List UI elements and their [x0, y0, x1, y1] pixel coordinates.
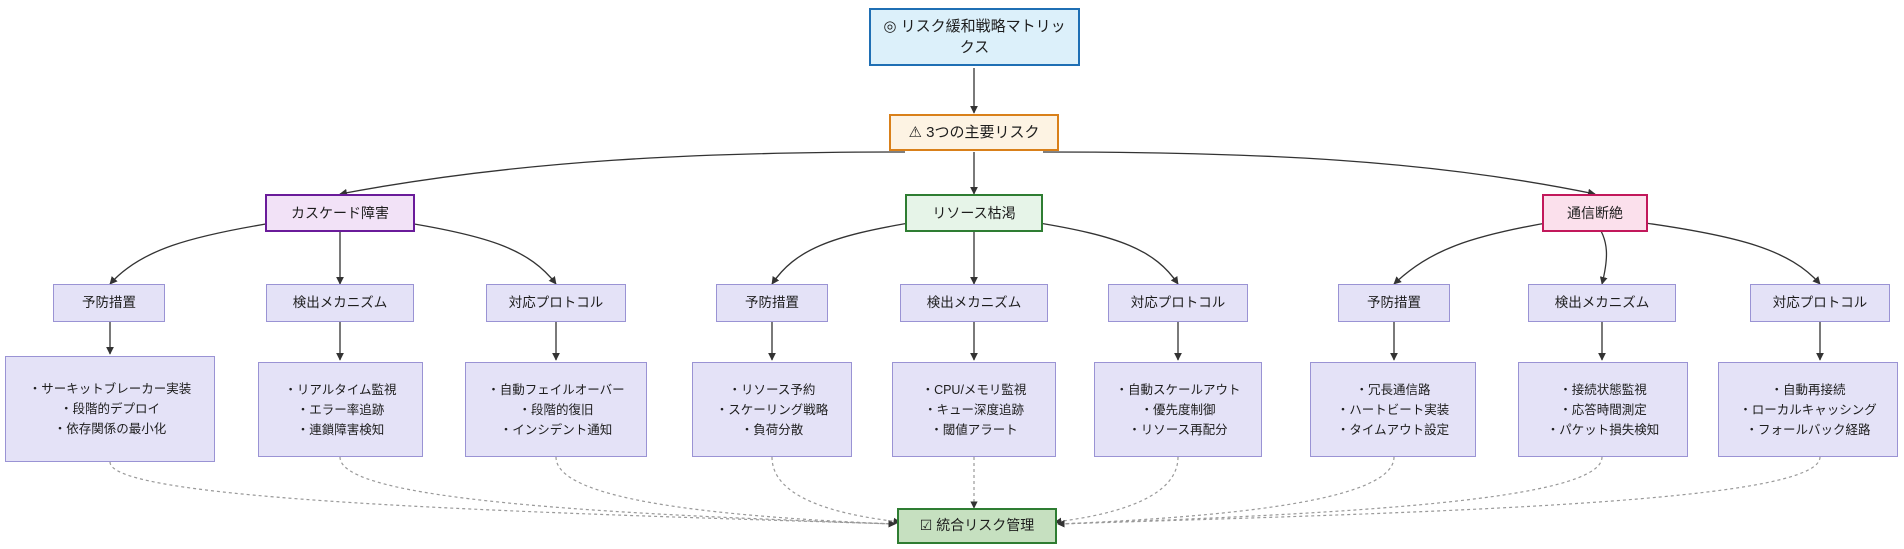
node-risk-mitigation-matrix[interactable]: ◎ リスク緩和戦略マトリックス [869, 8, 1080, 66]
node-sub-label: 対応プロトコル [508, 294, 604, 310]
node-leaf-text: ・自動フェイルオーバー ・段階的復旧 ・インシデント通知 [487, 382, 625, 437]
node-risks-text: 3つの主要リスク [926, 123, 1040, 141]
node-sub-response-resource[interactable]: 対応プロトコル [1108, 284, 1248, 322]
node-category-resource-exhaustion[interactable]: リソース枯渇 [905, 194, 1043, 232]
node-leaf-response-communication[interactable]: ・自動再接続 ・ローカルキャッシング ・フォールバック経路 [1718, 362, 1898, 457]
node-leaf-prevention-cascade[interactable]: ・サーキットブレーカー実装 ・段階的デプロイ ・依存関係の最小化 [5, 356, 215, 462]
node-sub-label: 対応プロトコル [1130, 294, 1226, 310]
target-icon: ◎ [883, 17, 897, 36]
node-leaf-text: ・接続状態監視 ・応答時間測定 ・パケット損失検知 [1546, 382, 1660, 437]
node-leaf-text: ・リアルタイム監視 ・エラー率追跡 ・連鎖障害検知 [284, 382, 397, 437]
warning-icon: ⚠ [908, 122, 922, 141]
node-leaf-text: ・サーキットブレーカー実装 ・段階的デプロイ ・依存関係の最小化 [28, 382, 192, 436]
check-box-icon: ☑ [919, 518, 933, 535]
node-leaf-response-resource[interactable]: ・自動スケールアウト ・優先度制御 ・リソース再配分 [1094, 362, 1262, 457]
node-sub-prevention-cascade[interactable]: 予防措置 [53, 284, 165, 322]
node-leaf-detection-communication[interactable]: ・接続状態監視 ・応答時間測定 ・パケット損失検知 [1518, 362, 1688, 457]
node-leaf-text: ・自動スケールアウト ・優先度制御 ・リソース再配分 [1115, 382, 1241, 437]
node-leaf-prevention-communication[interactable]: ・冗長通信路 ・ハートビート実装 ・タイムアウト設定 [1310, 362, 1476, 457]
node-sub-label: 予防措置 [745, 294, 799, 310]
node-leaf-response-cascade[interactable]: ・自動フェイルオーバー ・段階的復旧 ・インシデント通知 [465, 362, 647, 457]
node-category-communication-loss[interactable]: 通信断絶 [1542, 194, 1648, 232]
node-sub-detection-communication[interactable]: 検出メカニズム [1528, 284, 1676, 322]
node-category-label: カスケード障害 [291, 204, 389, 221]
node-leaf-text: ・冗長通信路 ・ハートビート実装 ・タイムアウト設定 [1336, 382, 1450, 437]
node-leaf-text: ・自動再接続 ・ローカルキャッシング ・フォールバック経路 [1739, 382, 1877, 437]
node-category-label: 通信断絶 [1567, 204, 1623, 221]
node-risks-label: ⚠ 3つの主要リスク [899, 122, 1049, 143]
node-sub-detection-cascade[interactable]: 検出メカニズム [266, 284, 414, 322]
node-sub-prevention-communication[interactable]: 予防措置 [1338, 284, 1450, 322]
node-final-text: 統合リスク管理 [936, 517, 1035, 534]
node-leaf-detection-resource[interactable]: ・CPU/メモリ監視 ・キュー深度追跡 ・閾値アラート [892, 362, 1056, 457]
node-sub-detection-resource[interactable]: 検出メカニズム [900, 284, 1048, 322]
node-sub-response-cascade[interactable]: 対応プロトコル [486, 284, 626, 322]
node-three-main-risks[interactable]: ⚠ 3つの主要リスク [889, 114, 1059, 151]
node-sub-response-communication[interactable]: 対応プロトコル [1750, 284, 1890, 322]
node-sub-label: 検出メカニズム [292, 294, 388, 310]
node-category-cascade-failure[interactable]: カスケード障害 [265, 194, 415, 232]
node-leaf-prevention-resource[interactable]: ・リソース予約 ・スケーリング戦略 ・負荷分散 [692, 362, 852, 457]
node-leaf-text: ・CPU/メモリ監視 ・キュー深度追跡 ・閾値アラート [921, 382, 1027, 437]
node-integrated-risk-management[interactable]: ☑ 統合リスク管理 [897, 508, 1057, 544]
node-sub-label: 予防措置 [82, 294, 136, 310]
node-sub-label: 対応プロトコル [1772, 294, 1868, 310]
node-sub-prevention-resource[interactable]: 予防措置 [716, 284, 828, 322]
node-sub-label: 検出メカニズム [926, 294, 1022, 310]
node-leaf-detection-cascade[interactable]: ・リアルタイム監視 ・エラー率追跡 ・連鎖障害検知 [258, 362, 423, 457]
node-sub-label: 予防措置 [1367, 294, 1421, 310]
node-leaf-text: ・リソース予約 ・スケーリング戦略 ・負荷分散 [715, 382, 829, 437]
node-final-label: ☑ 統合リスク管理 [899, 516, 1055, 536]
node-category-label: リソース枯渇 [932, 204, 1016, 221]
node-sub-label: 検出メカニズム [1554, 294, 1650, 310]
node-root-text: リスク緩和戦略マトリックス [900, 18, 1066, 56]
node-root-label: ◎ リスク緩和戦略マトリックス [879, 16, 1070, 58]
